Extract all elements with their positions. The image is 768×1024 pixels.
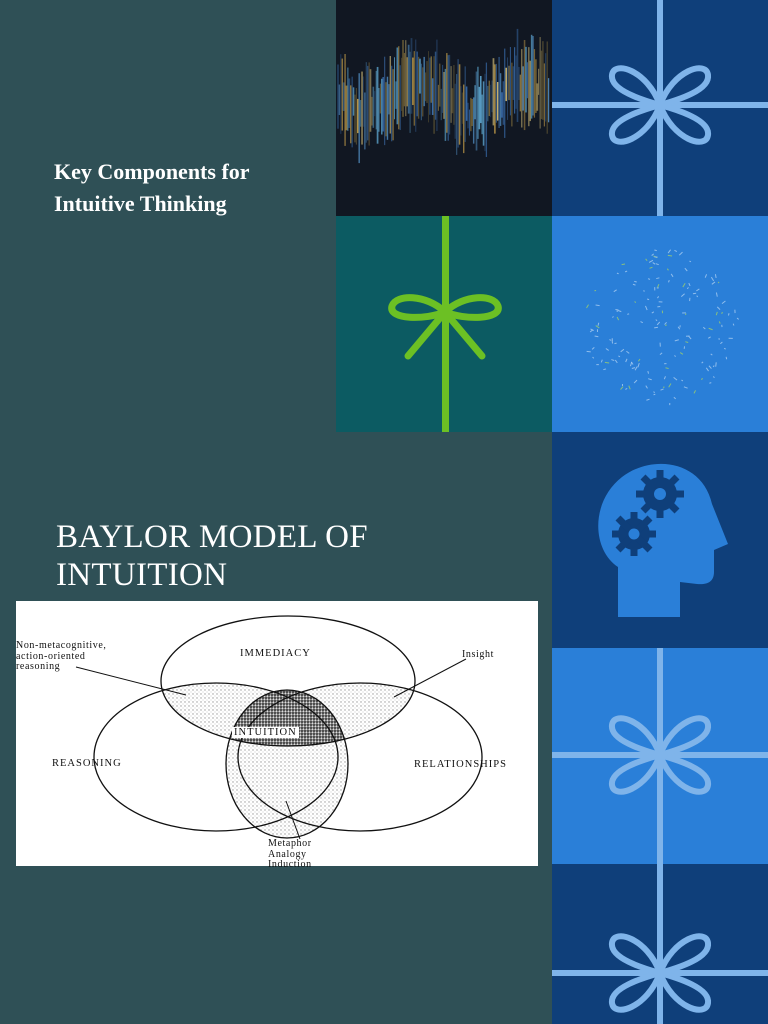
callout-insight: Insight bbox=[462, 649, 494, 660]
callout-metaphor-analogy-induction: Metaphor Analogy Induction bbox=[268, 838, 312, 870]
bow-icon bbox=[552, 0, 768, 216]
baylor-venn-diagram: IMMEDIACY REASONING RELATIONSHIPS INTUIT… bbox=[16, 601, 538, 870]
bow-icon bbox=[552, 864, 768, 1024]
green-bow-icon bbox=[388, 216, 502, 432]
label-intuition: INTUITION bbox=[232, 727, 299, 738]
label-relationships: RELATIONSHIPS bbox=[414, 759, 507, 770]
head-gears-tile bbox=[552, 432, 768, 648]
teal-ribbon-tile bbox=[336, 216, 552, 432]
callout-non-metacognitive: Non-metacognitive, action-oriented reaso… bbox=[16, 640, 107, 672]
sparkle-dots-icon bbox=[586, 249, 740, 406]
label-immediacy: IMMEDIACY bbox=[240, 648, 311, 659]
slide-title-baylor-model: BAYLOR MODEL OF INTUITION bbox=[56, 519, 368, 593]
head-gears-icon bbox=[598, 463, 728, 617]
light-streaks-image bbox=[336, 0, 552, 216]
navy-bow-tile bbox=[552, 0, 768, 216]
navy-bow-tile-bottom bbox=[552, 864, 768, 1024]
label-reasoning: REASONING bbox=[52, 758, 122, 769]
slide-title-key-components: Key Components for Intuitive Thinking bbox=[54, 159, 250, 216]
sparkle-tile bbox=[552, 216, 768, 432]
bow-icon bbox=[552, 648, 768, 864]
blue-bow-tile bbox=[552, 648, 768, 864]
